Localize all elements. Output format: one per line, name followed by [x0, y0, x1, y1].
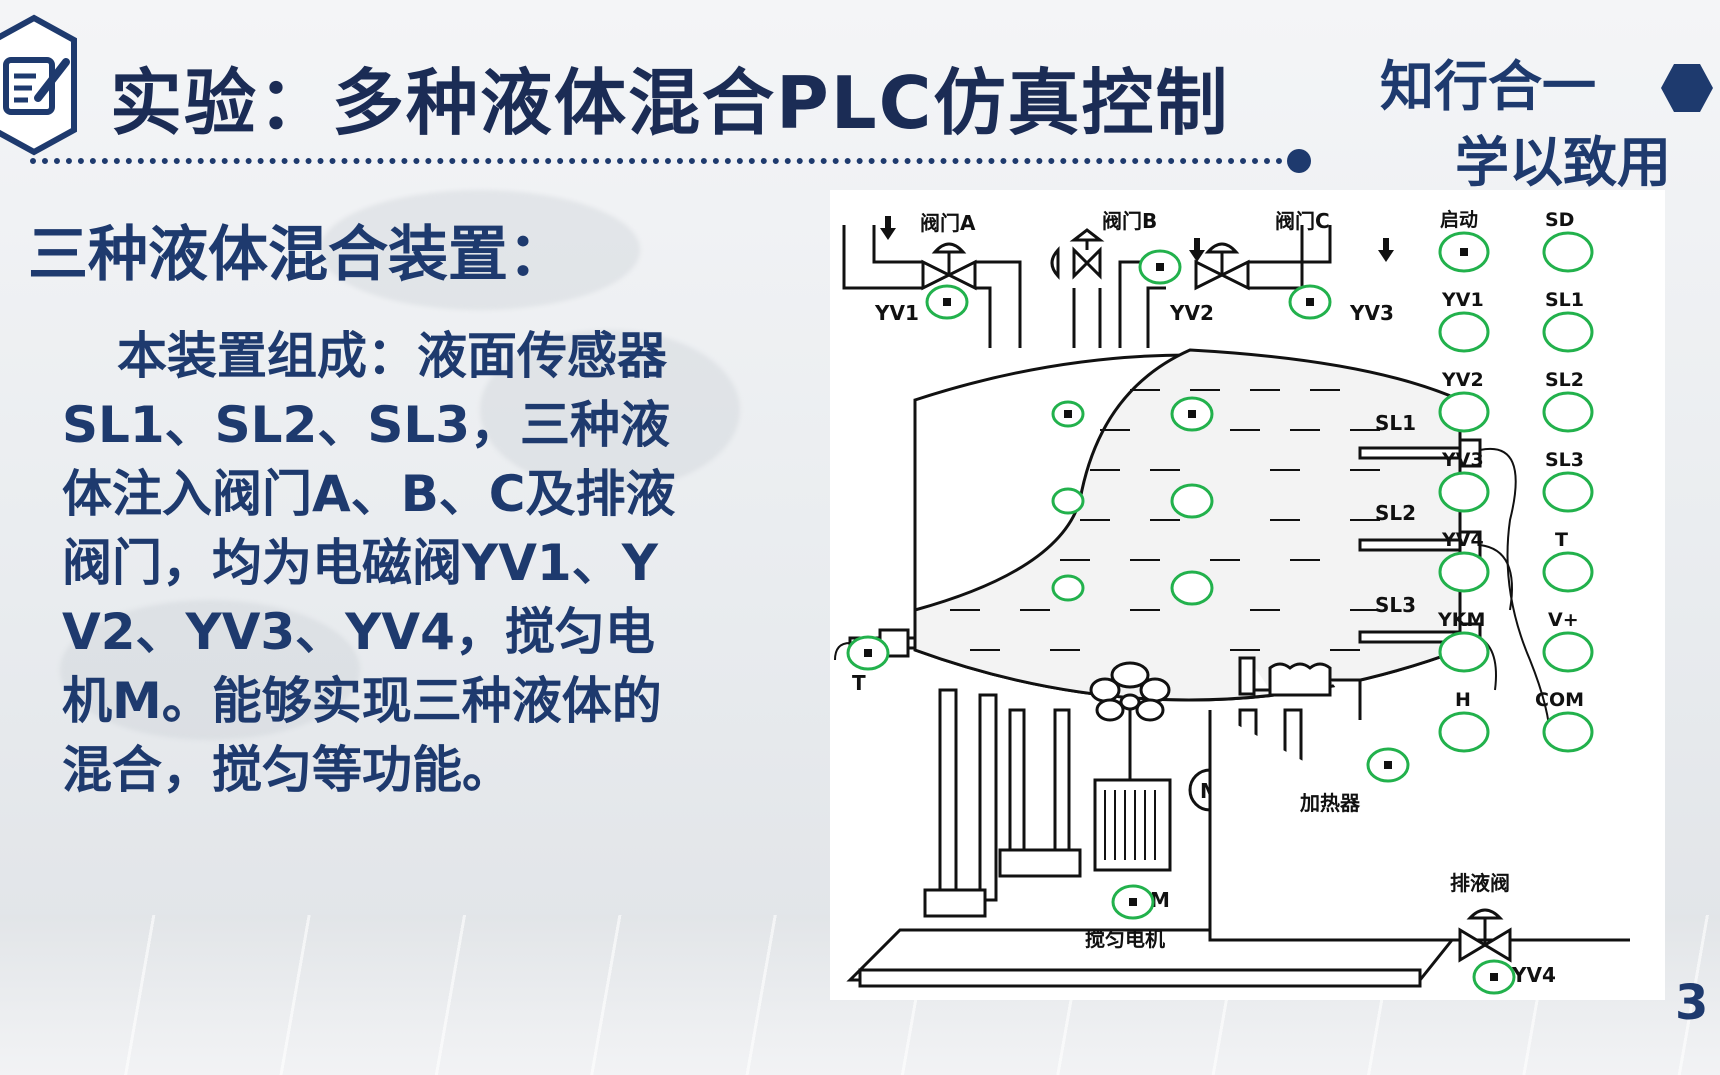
valve-c-label: 阀门C — [1275, 209, 1330, 233]
mixing-device-diagram: 阀门A 阀门B 阀门C YV1 YV2 YV3 SL1 SL2 SL3 T — [830, 190, 1665, 1000]
panel-label-t: T — [1555, 529, 1568, 551]
yv4-label: YV4 — [1511, 963, 1556, 987]
yv1-label: YV1 — [874, 301, 919, 325]
sl1-label: SL1 — [1375, 411, 1416, 435]
panel-label-yv2: YV2 — [1441, 369, 1484, 391]
page-number: 3 — [1675, 975, 1709, 1031]
panel-label-ykm: YKM — [1437, 609, 1485, 631]
valve-a-label: 阀门A — [920, 211, 976, 235]
motto-line-2: 学以致用 — [1455, 131, 1671, 194]
panel-label-yv3: YV3 — [1441, 449, 1484, 471]
title-divider-dot — [1287, 149, 1311, 173]
panel-label-start: 启动 — [1440, 208, 1478, 231]
panel-label-yv1: YV1 — [1441, 289, 1484, 311]
background-map — [480, 330, 740, 490]
edit-document-icon — [0, 14, 77, 156]
panel-label-sl1: SL1 — [1545, 289, 1584, 311]
panel-button-sd — [1542, 231, 1594, 273]
panel-label-vplus: V+ — [1548, 609, 1579, 631]
section-subtitle: 三种液体混合装置： — [28, 220, 568, 290]
panel-label-sl2: SL2 — [1545, 369, 1584, 391]
panel-label-yv4: YV4 — [1441, 529, 1484, 551]
drain-label: 排液阀 — [1450, 871, 1510, 895]
valve-b-label: 阀门B — [1102, 209, 1157, 233]
motor-label: 搅匀电机 — [1085, 927, 1165, 951]
background-map — [320, 190, 640, 310]
panel-label-sl3: SL3 — [1545, 449, 1584, 471]
panel-label-com: COM — [1535, 689, 1584, 711]
temp-label: T — [852, 671, 866, 695]
device-description: 本装置组成：液面传感器SL1、SL2、SL3，三种液体注入阀门A、B、C及排液阀… — [62, 327, 676, 799]
yv3-label: YV3 — [1349, 301, 1394, 325]
title-divider — [30, 158, 1295, 164]
background-map — [60, 600, 360, 740]
yv2-label: YV2 — [1169, 301, 1214, 325]
sl2-label: SL2 — [1375, 501, 1416, 525]
panel-label-sd: SD — [1545, 209, 1574, 231]
motto-line-1: 知行合一 — [1380, 55, 1596, 118]
sl3-label: SL3 — [1375, 593, 1416, 617]
heater-label: 加热器 — [1299, 791, 1361, 815]
panel-label-h: H — [1455, 689, 1471, 711]
page-title: 实验：多种液体混合PLC仿真控制 — [110, 61, 1230, 145]
hexagon-icon — [1661, 64, 1713, 112]
